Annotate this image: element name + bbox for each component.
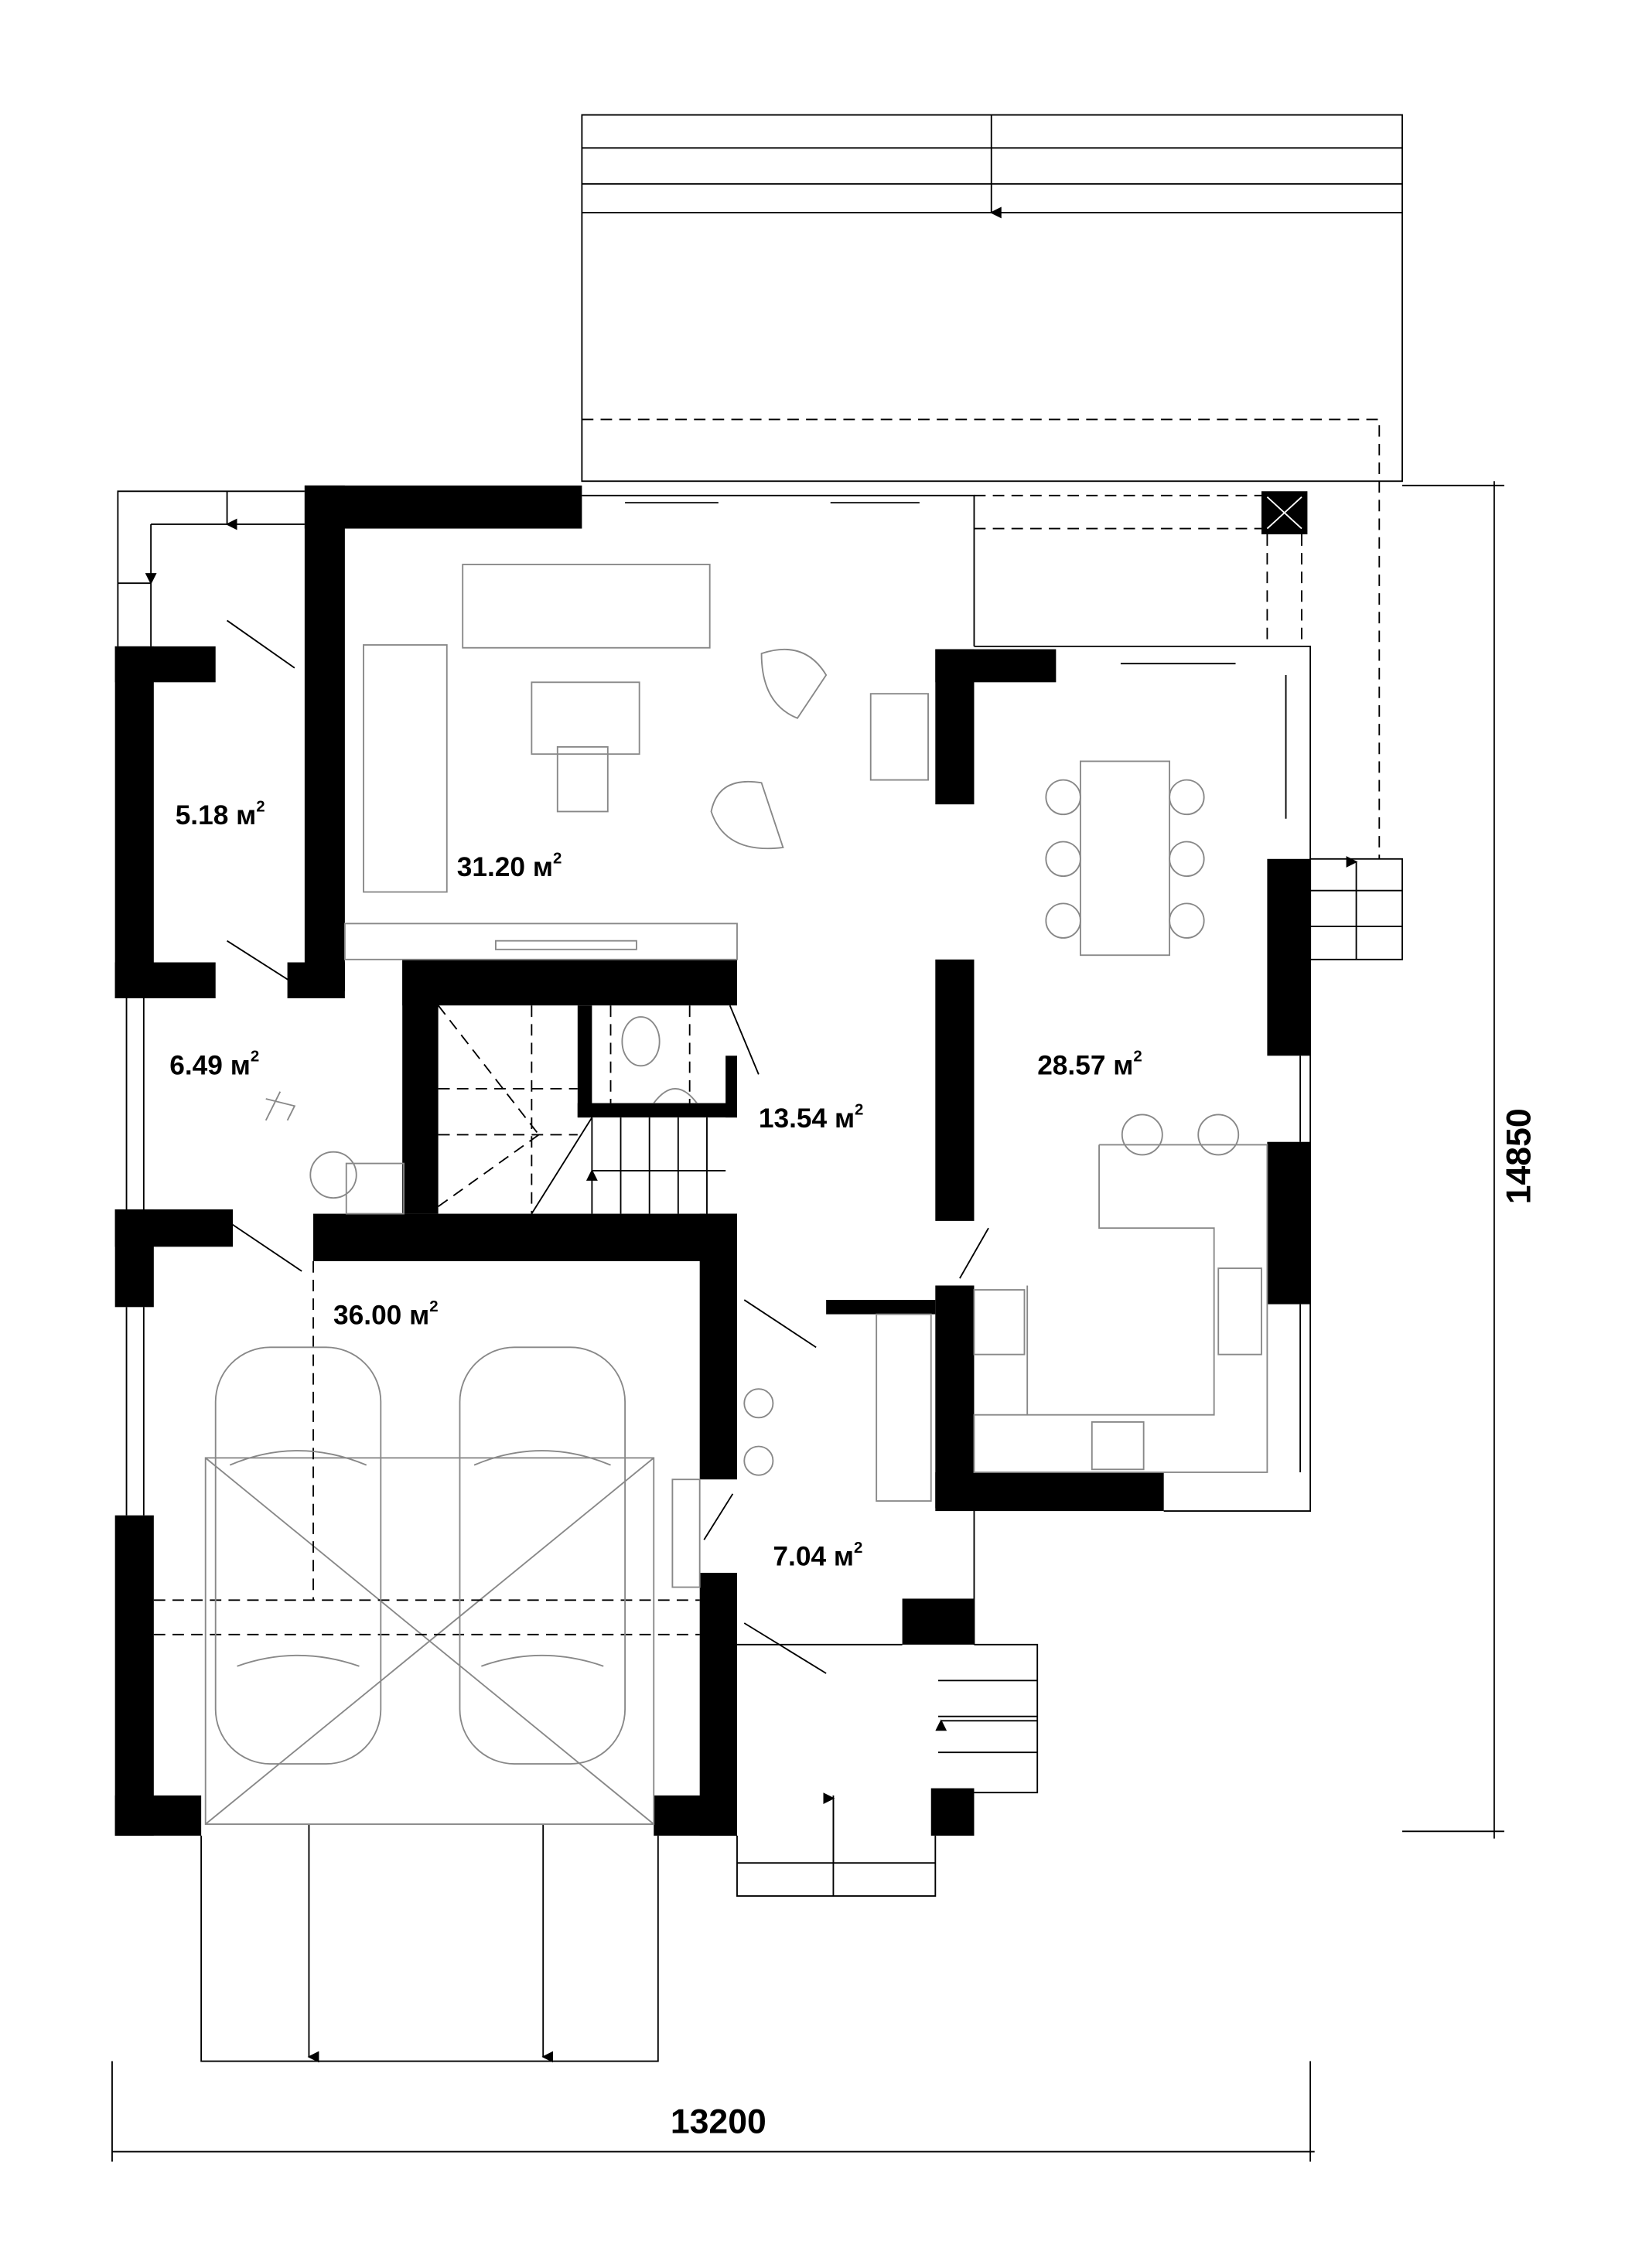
- living-furniture: [343, 564, 929, 960]
- boiler-equipment: [265, 1091, 774, 1588]
- garage-door: [153, 1260, 700, 2063]
- staircase: [437, 1004, 726, 1215]
- dimension-width: 13200: [111, 2061, 1315, 2162]
- depth-dimension: 14850: [1500, 1108, 1538, 1204]
- side-porch: [117, 490, 305, 646]
- car-left: [214, 1346, 382, 1765]
- terrace: [581, 114, 1403, 960]
- car-right: [459, 1346, 626, 1765]
- windows: [125, 494, 1312, 1897]
- kitchen-furniture: [876, 760, 1268, 1502]
- dimension-depth: 14850: [1402, 481, 1538, 1839]
- room-label-boiler: 6.49 м2: [169, 1049, 259, 1081]
- walls: [114, 485, 1311, 1836]
- doors: [227, 619, 989, 1674]
- room-label-garage: 36.00 м2: [333, 1298, 439, 1331]
- width-dimension: 13200: [671, 2103, 766, 2140]
- room-label-entry: 7.04 м2: [773, 1540, 862, 1572]
- room-label-living: 31.20 м2: [457, 850, 562, 882]
- room-label-kitchen: 28.57 м2: [1037, 1049, 1142, 1081]
- room-label-vestibule: 5.18 м2: [176, 798, 265, 830]
- room-label-hall: 13.54 м2: [759, 1101, 864, 1134]
